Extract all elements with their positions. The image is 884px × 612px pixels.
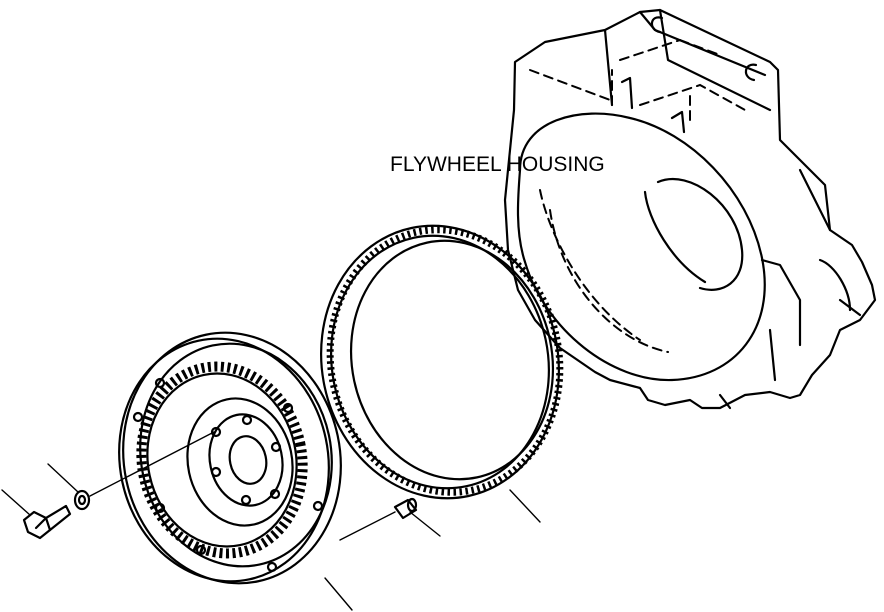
mounting-bolt xyxy=(22,504,72,540)
dowel-pin-leader xyxy=(409,511,441,537)
flywheel-housing-label: FLYWHEEL HOUSING xyxy=(390,153,605,176)
washer-leader xyxy=(47,463,79,493)
flywheel xyxy=(118,331,342,585)
flywheel-housing xyxy=(503,8,877,410)
ring-gear xyxy=(320,224,564,500)
dowel-pin xyxy=(393,497,418,520)
assembly-centerline xyxy=(89,431,215,497)
washer xyxy=(73,489,91,511)
dowel-pin-guide xyxy=(339,511,396,541)
flywheel-leader xyxy=(324,577,353,611)
mounting-bolt-leader xyxy=(1,489,31,516)
ring-gear-leader xyxy=(509,489,541,523)
